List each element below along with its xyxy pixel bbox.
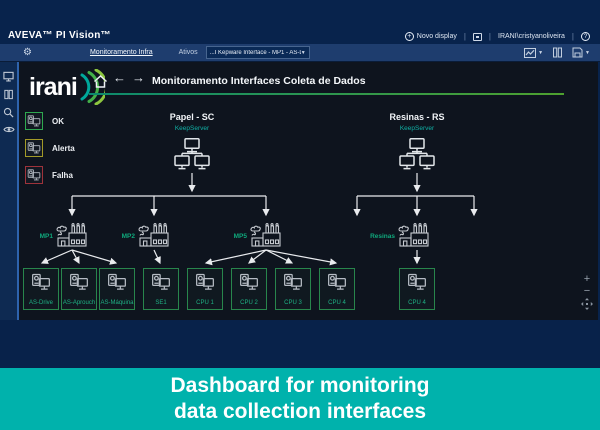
assets-label: Ativos (178, 49, 198, 56)
nav-link-monitoramento-infra[interactable]: Monitoramento Infra (89, 49, 153, 56)
new-display-label: Novo display (416, 33, 457, 40)
brand-logo: irani (29, 69, 105, 105)
help-icon[interactable]: ? (581, 32, 590, 41)
feedback-icon[interactable] (472, 32, 482, 41)
trend-button[interactable]: ▼ (524, 47, 544, 58)
top-bar-right: + Novo display | | IRANI\cristyanoliveir… (404, 32, 590, 41)
library-icon (553, 47, 563, 58)
workstation-icon (25, 112, 43, 130)
search-icon[interactable] (3, 107, 14, 118)
pan-icon[interactable] (581, 298, 593, 310)
toolbar-right: ▼ ▼ (524, 47, 590, 58)
zoom-in-button[interactable]: + (583, 273, 591, 285)
trend-icon (524, 47, 537, 58)
left-sidebar (0, 62, 19, 320)
workstation-icon (407, 272, 427, 292)
interface-node-cpu3[interactable]: CPU 3 (275, 268, 311, 310)
network-icon (397, 138, 437, 177)
tree-title-resinas: Resinas - RS (389, 112, 445, 122)
workstation-icon (31, 272, 51, 292)
workstation-icon (69, 272, 89, 292)
separator: | (571, 32, 574, 41)
factory-icon (397, 223, 431, 249)
toolbar: ⚙ Monitoramento Infra Ativos ...I Kepwar… (0, 44, 600, 62)
title-underline (89, 93, 564, 95)
group-node-mp5[interactable]: MP5 (227, 223, 283, 249)
workstation-icon (25, 166, 43, 184)
interface-node-as-maquina[interactable]: AS-Máquina (99, 268, 135, 310)
workstation-icon (151, 272, 171, 292)
workstation-icon (195, 272, 215, 292)
tree-server-label: KeepServer (174, 125, 210, 132)
new-display-button[interactable]: + Novo display (404, 32, 457, 41)
network-icon (172, 138, 212, 177)
workstation-icon (327, 272, 347, 292)
page-title: Monitoramento Interfaces Coleta de Dados (152, 75, 366, 87)
legend-item-ok: OK (25, 112, 75, 130)
caption-banner: Dashboard for monitoring data collection… (0, 368, 600, 430)
library-icon[interactable] (3, 89, 14, 100)
eye-icon[interactable] (2, 125, 15, 134)
caption-line2: data collection interfaces (173, 400, 427, 423)
interface-node-resinas-cpu4[interactable]: CPU 4 (399, 268, 435, 310)
legend-item-alerta: Alerta (25, 139, 75, 157)
factory-icon (55, 223, 89, 249)
asset-dropdown-value: ...I Kepware Interface - MP1 - AS-DRIVE+ (209, 49, 301, 56)
save-icon (572, 47, 583, 58)
interface-node-as-drive[interactable]: AS-Drive (23, 268, 59, 310)
workstation-icon (283, 272, 303, 292)
dropdown-arrow-icon: ▼ (300, 49, 306, 56)
forward-arrow-icon[interactable]: → (132, 70, 145, 85)
workstation-icon (107, 272, 127, 292)
legend-item-falha: Falha (25, 166, 75, 184)
brand-name: irani (29, 72, 78, 101)
tree-connectors (40, 173, 478, 266)
dropdown-arrow-icon: ▼ (585, 49, 590, 56)
back-arrow-icon[interactable]: ← (113, 70, 126, 85)
factory-icon (249, 223, 283, 249)
group-node-resinas[interactable]: Resinas (367, 223, 431, 249)
zoom-out-button[interactable]: − (583, 285, 591, 297)
top-bar: AVEVA™ PI Vision™ + Novo display | | IRA… (0, 0, 600, 44)
username: IRANI\cristyanoliveira (498, 33, 565, 40)
plus-icon: + (404, 32, 414, 41)
status-legend: OK Alerta Falha (25, 112, 75, 193)
separator: | (463, 32, 466, 41)
app-title: AVEVA™ PI Vision™ (8, 30, 111, 41)
interface-node-cpu1[interactable]: CPU 1 (187, 268, 223, 310)
tree-server-label: KeepServer (399, 125, 435, 132)
workstation-icon (239, 272, 259, 292)
group-node-mp1[interactable]: MP1 (33, 223, 89, 249)
workspace: irani ← → Monitoramento Interfaces Colet… (0, 62, 600, 320)
displays-icon[interactable] (3, 71, 14, 82)
library-button[interactable] (552, 47, 563, 58)
interface-node-cpu2[interactable]: CPU 2 (231, 268, 267, 310)
factory-icon (137, 223, 171, 249)
separator: | (488, 32, 491, 41)
page-background (0, 320, 600, 368)
home-icon[interactable] (93, 74, 108, 93)
save-button[interactable]: ▼ (572, 47, 590, 58)
group-node-mp2[interactable]: MP2 (115, 223, 171, 249)
gear-icon[interactable]: ⚙ (23, 46, 32, 58)
caption-line1: Dashboard for monitoring (170, 374, 430, 397)
interface-node-cpu4[interactable]: CPU 4 (319, 268, 355, 310)
dropdown-arrow-icon: ▼ (538, 49, 544, 56)
dashboard-display: irani ← → Monitoramento Interfaces Colet… (19, 62, 598, 320)
zoom-controls: + − (579, 274, 595, 310)
workstation-icon (25, 139, 43, 157)
tree-title-papel: Papel - SC (169, 112, 215, 122)
interface-node-as-aprouch[interactable]: AS-Aprouch (61, 268, 97, 310)
asset-dropdown[interactable]: ...I Kepware Interface - MP1 - AS-DRIVE+… (205, 46, 310, 59)
interface-node-se1[interactable]: SE1 (143, 268, 179, 310)
